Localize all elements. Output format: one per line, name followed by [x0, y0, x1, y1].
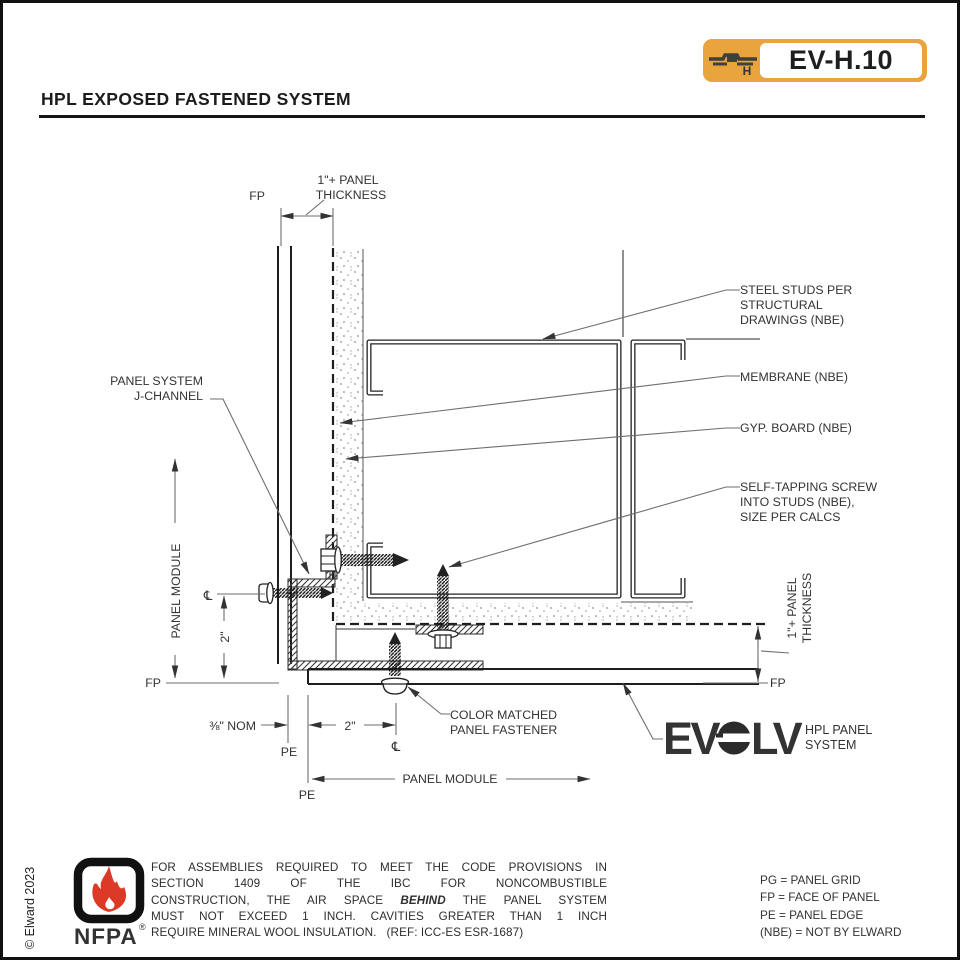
nfpa-logo: NFPA ® [73, 857, 146, 949]
self-tapping-screw [427, 564, 459, 649]
legend-item-nbe: (NBE) = NOT BY ELWARD [760, 924, 902, 939]
callout-steel-studs-3: DRAWINGS (NBE) [740, 313, 844, 327]
callout-self-tapping-2: INTO STUDS (NBE), [740, 495, 855, 509]
footnote-line: CONSTRUCTION, THE AIR SPACE BEHIND THE P… [151, 893, 607, 909]
page-title: HPL EXPOSED FASTENED SYSTEM [41, 89, 351, 109]
panel-section-icon: H [709, 53, 757, 77]
footnote-line3-post: THE PANEL SYSTEM [445, 893, 608, 907]
dim-panel-module-vertical: PANEL MODULE [169, 544, 183, 639]
footnote-line3-bold: BEHIND [400, 893, 446, 907]
callout-steel-studs-1: STEEL STUDS PER [740, 283, 852, 297]
footnote-line3-pre: CONSTRUCTION, THE AIR SPACE [151, 893, 401, 907]
footnote-line: FOR ASSEMBLIES REQUIRED TO MEET THE CODE… [151, 861, 607, 874]
footnote-line: REQUIRE MINERAL WOOL INSULATION. (REF: I… [151, 926, 524, 940]
callout-membrane: MEMBRANE (NBE) [740, 370, 848, 384]
nfpa-registered-mark: ® [139, 922, 146, 932]
callout-self-tapping-3: SIZE PER CALCS [740, 510, 840, 524]
evolv-logo-prefix: EV [663, 713, 721, 764]
abbreviation-legend: PG = PANEL GRID FP = FACE OF PANEL PE = … [760, 872, 901, 941]
dim-two-inch-horizontal: 2" [344, 719, 355, 733]
fp-label-right: FP [770, 676, 786, 690]
centerline-symbol-bottom: ℄ [391, 739, 401, 754]
badge-icon-letter: H [743, 64, 752, 77]
centerline-symbol-left: ℄ [203, 588, 213, 603]
evolv-tagline-2: SYSTEM [805, 738, 856, 752]
dim-two-inch-vertical: 2" [218, 631, 232, 642]
detail-code-badge: H EV-H.10 [703, 39, 927, 82]
callout-j-channel-2: J-CHANNEL [134, 389, 203, 403]
horizontal-panel [307, 668, 759, 685]
callout-j-channel-1: PANEL SYSTEM [110, 374, 203, 388]
steel-stud-partial [630, 338, 760, 599]
dimension-lines [166, 199, 790, 783]
dim-panel-thickness-top-2: THICKNESS [316, 188, 386, 202]
title-rule [39, 115, 925, 118]
membrane [331, 248, 767, 626]
detail-code: EV-H.10 [760, 43, 922, 78]
evolv-logo: EV LV HPL PANEL SYSTEM [663, 713, 872, 764]
dim-panel-thickness-right-2: THICKNESS [800, 573, 814, 643]
callout-steel-studs-2: STRUCTURAL [740, 298, 823, 312]
callout-fastener-2: PANEL FASTENER [450, 723, 557, 737]
footnote-line: MUST NOT EXCEED 1 INCH. CAVITIES GREATER… [151, 909, 607, 923]
legend-item-pe: PE = PANEL EDGE [760, 907, 864, 922]
fp-label-top: FP [249, 189, 265, 203]
stud-screw-horizontal [320, 546, 409, 574]
fp-label-left: FP [145, 676, 161, 690]
detail-drawing: FP 1"+ PANEL THICKNESS STEEL STUDS PER S… [110, 173, 877, 802]
callout-fastener-1: COLOR MATCHED [450, 708, 557, 722]
legend-item-pg: PG = PANEL GRID [760, 873, 861, 887]
nfpa-flame-icon [92, 866, 127, 912]
pe-label-1: PE [281, 745, 297, 759]
footnote-line: SECTION 1409 OF THE IBC FOR NONCOMBUSTIB… [151, 877, 607, 891]
dim-panel-thickness-right-1: 1"+ PANEL [785, 577, 799, 638]
steel-stud [366, 339, 622, 599]
dim-panel-thickness-top-1: 1"+ PANEL [317, 173, 378, 187]
panel-edge-screw [258, 581, 333, 605]
dim-three-eighths: ⅜" NOM [209, 719, 256, 733]
evolv-tagline-1: HPL PANEL [805, 723, 872, 737]
code-footnote: FOR ASSEMBLIES REQUIRED TO MEET THE CODE… [151, 860, 607, 941]
dim-panel-module-horizontal: PANEL MODULE [403, 772, 498, 786]
copyright-notice: © Elward 2023 [23, 866, 37, 949]
callout-gyp-board: GYP. BOARD (NBE) [740, 421, 852, 435]
callout-self-tapping-1: SELF-TAPPING SCREW [740, 480, 877, 494]
channel-lines [335, 625, 415, 661]
pe-label-2: PE [299, 788, 315, 802]
legend-item-fp: FP = FACE OF PANEL [760, 890, 880, 905]
leader-lines [210, 289, 740, 740]
evolv-logo-suffix: LV [751, 713, 803, 764]
nfpa-wordmark: NFPA [74, 924, 138, 949]
color-matched-fastener [380, 632, 410, 695]
